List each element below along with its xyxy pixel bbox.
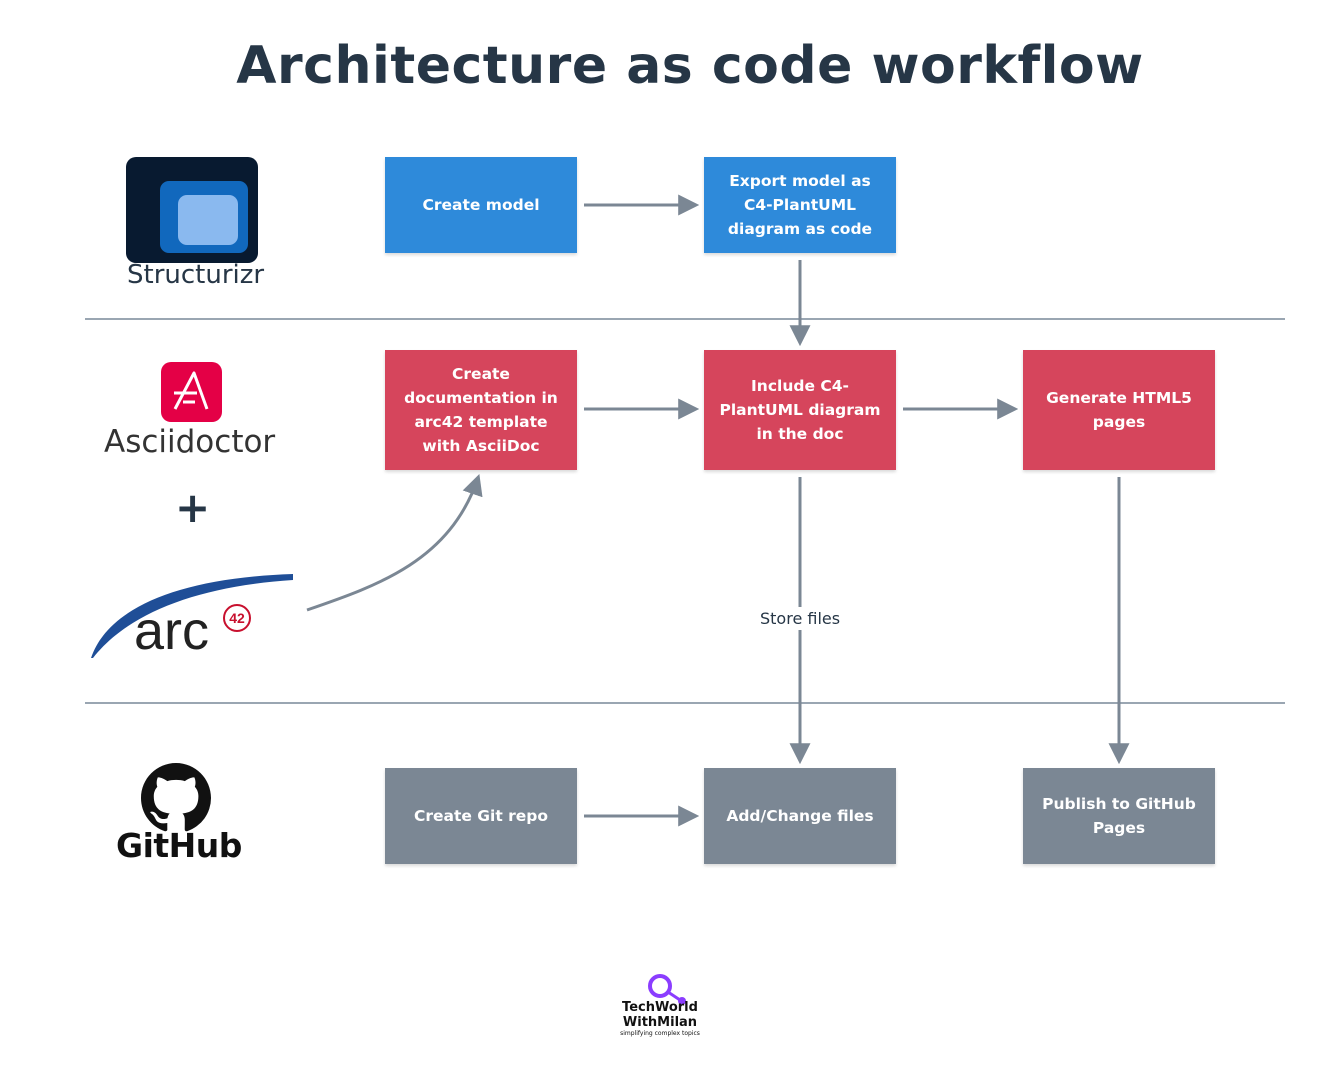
node-create-repo: Create Git repo	[385, 768, 577, 864]
node-add-change-files: Add/Change files	[704, 768, 896, 864]
structurizr-logo	[126, 157, 258, 263]
node-generate-html: Generate HTML5 pages	[1023, 350, 1215, 470]
edge-label-store-files: Store files	[756, 607, 845, 630]
github-wordmark: GitHub	[116, 826, 242, 865]
node-publish-pages: Publish to GitHub Pages	[1023, 768, 1215, 864]
footer-brand-line1: TechWorld	[622, 1000, 698, 1015]
lane-divider-1	[85, 318, 1285, 320]
arc42-badge: 42	[223, 604, 251, 632]
arc42-swoosh	[91, 574, 293, 658]
node-export-model: Export model as C4-PlantUML diagram as c…	[704, 157, 896, 253]
arc42-wordmark: arc	[134, 601, 210, 661]
github-icon	[141, 763, 211, 832]
lane-divider-2	[85, 702, 1285, 704]
page-title: Architecture as code workflow	[236, 36, 1144, 96]
node-include-diagram: Include C4-PlantUML diagram in the doc	[704, 350, 896, 470]
asciidoctor-logo	[161, 362, 222, 422]
node-create-docs: Create documentation in arc42 template w…	[385, 350, 577, 470]
asciidoctor-wordmark: Asciidoctor	[104, 424, 276, 460]
structurizr-wordmark: Structurizr	[127, 260, 265, 290]
edge-arc42-to-create-docs	[306, 474, 483, 612]
footer-brand-line2: WithMilan	[622, 1015, 698, 1030]
techworld-logo-icon	[648, 974, 686, 1005]
node-create-model: Create model	[385, 157, 577, 253]
footer-tagline: simplifying complex topics	[620, 1030, 700, 1037]
plus-icon: +	[175, 483, 211, 532]
